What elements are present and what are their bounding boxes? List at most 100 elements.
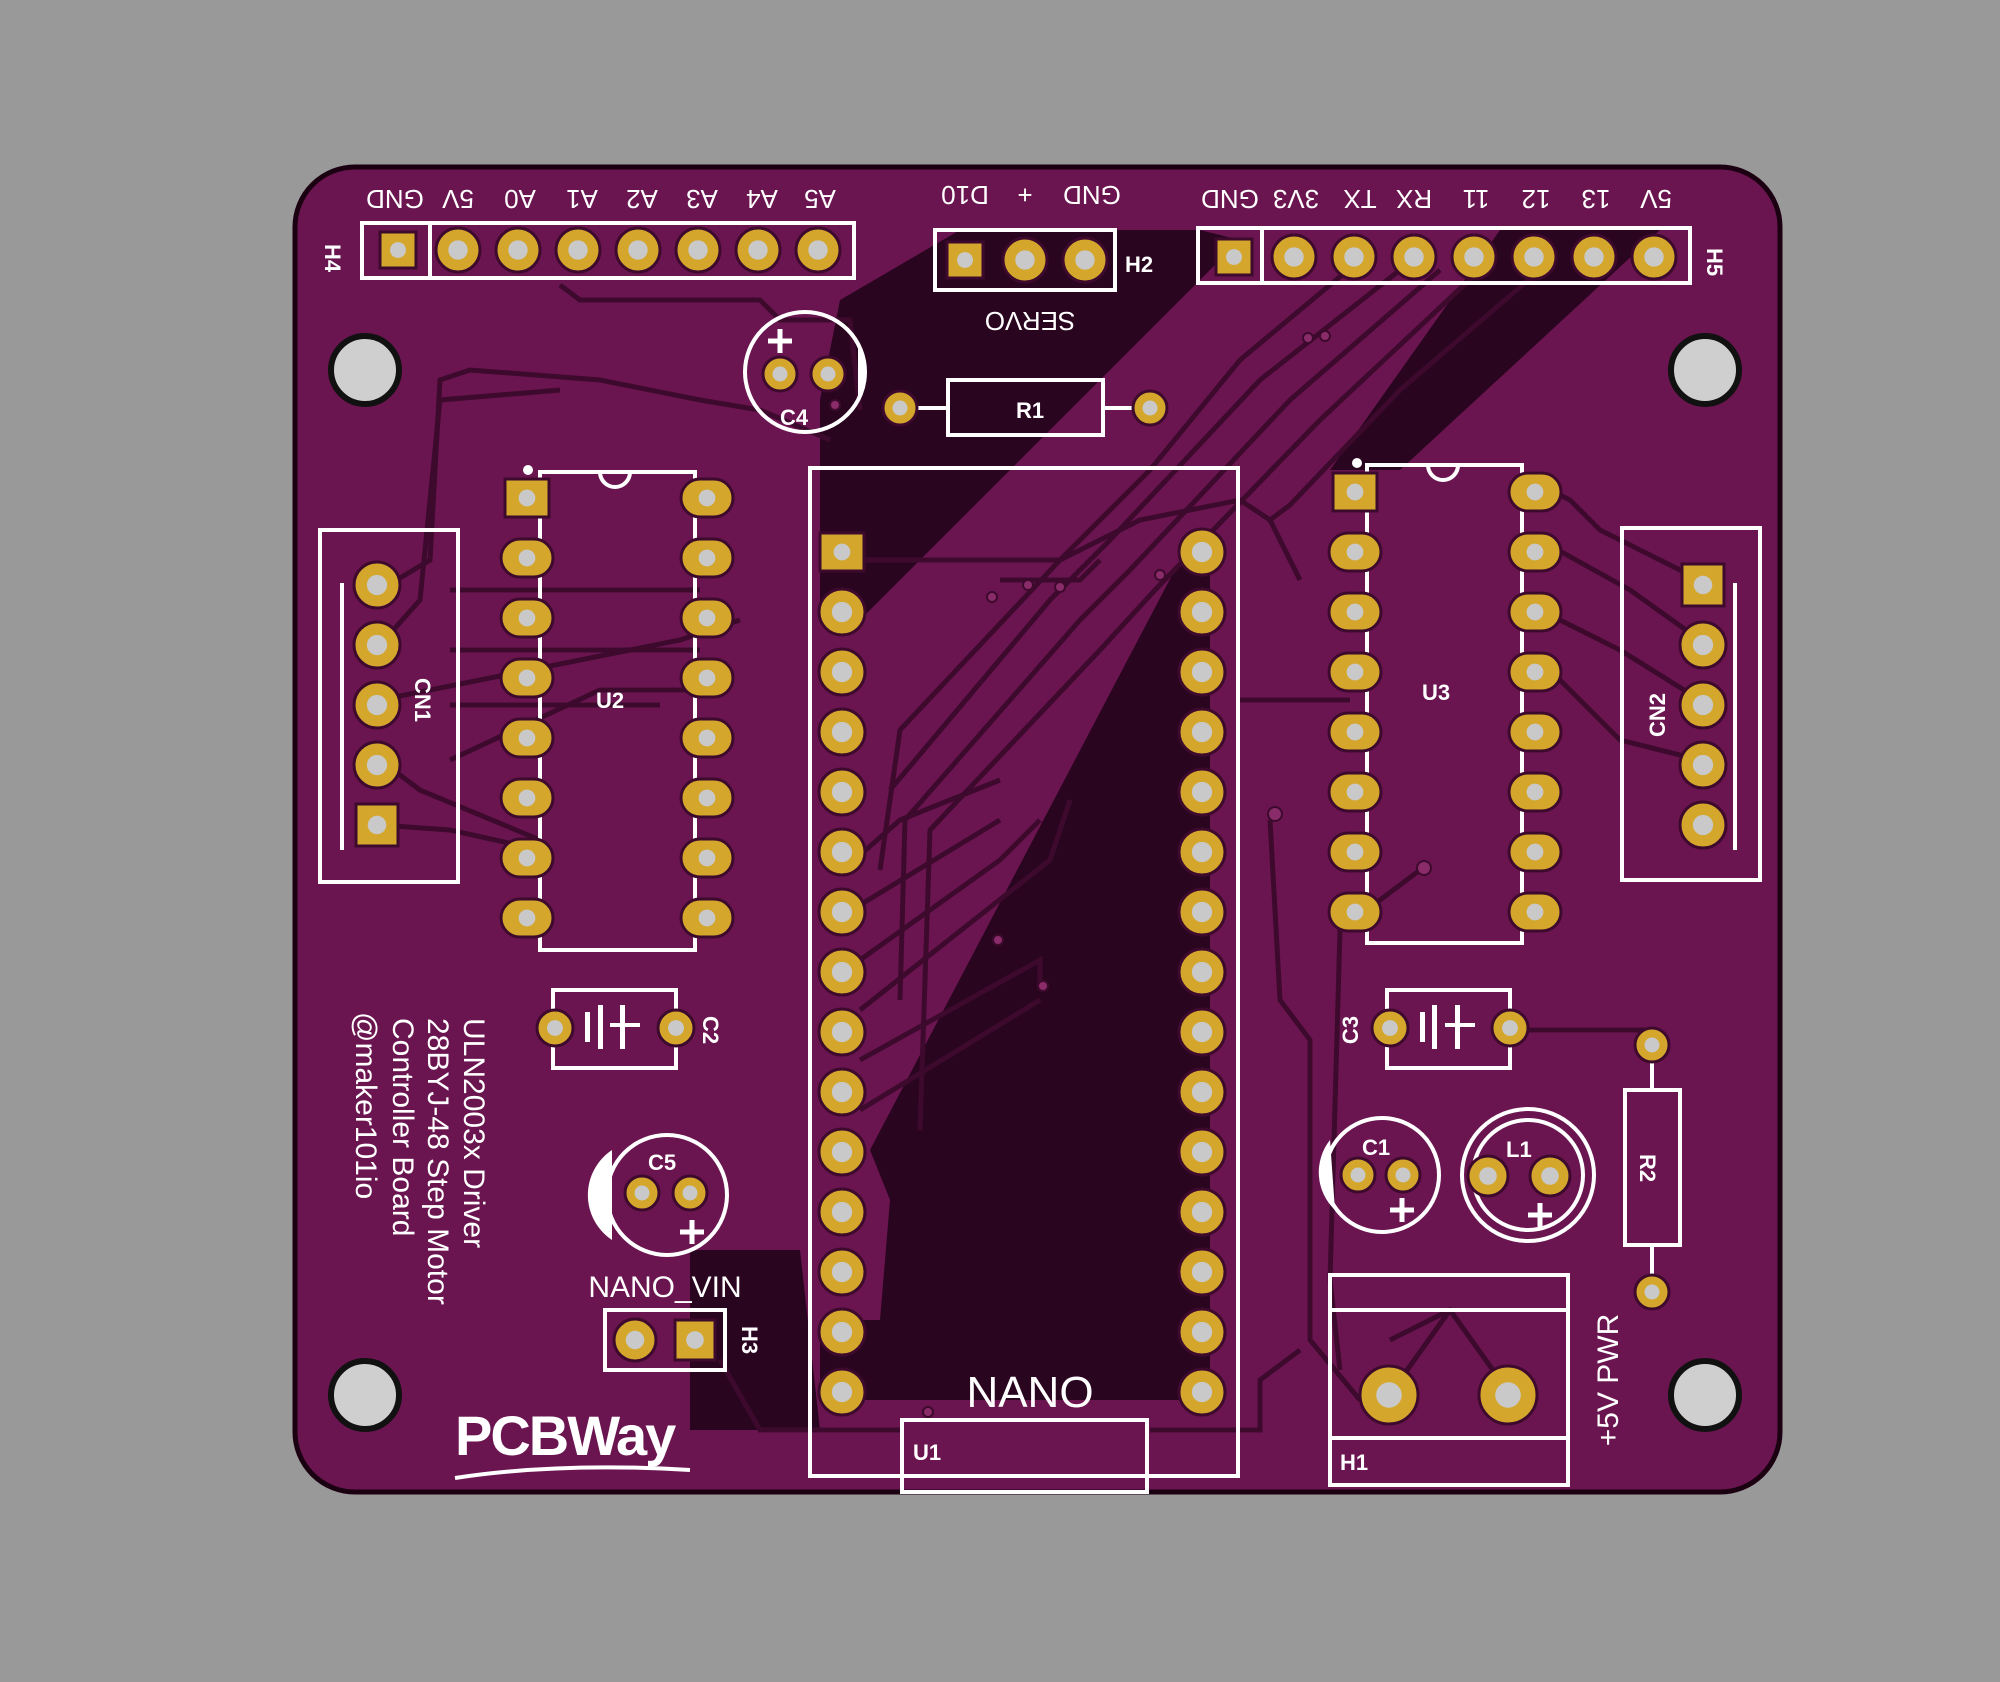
pad-drill — [831, 961, 853, 983]
pad-drill — [772, 366, 788, 382]
pad-drill — [1191, 1081, 1213, 1103]
pad-drill — [1226, 249, 1242, 265]
pad-drill — [518, 549, 536, 567]
cn1-outline — [318, 528, 460, 884]
pad-drill — [1346, 723, 1364, 741]
l1-designator: L1 — [1506, 1137, 1532, 1162]
pad-drill — [1015, 250, 1035, 270]
h4-pin-label: A2 — [626, 184, 658, 214]
h4-pin-label: 5V — [441, 184, 473, 214]
pad-drill — [892, 400, 908, 416]
pad-drill — [390, 242, 406, 258]
pad-drill — [831, 661, 853, 683]
pad-drill — [1644, 1037, 1660, 1053]
pad-drill — [1526, 783, 1544, 801]
pad-drill — [831, 601, 853, 623]
servo-label: SERVO — [985, 306, 1076, 336]
mounting-hole-icon — [1668, 333, 1742, 407]
h5-pin-label: RX — [1396, 184, 1432, 214]
u2-outline — [538, 470, 697, 952]
c3-designator: C3 — [1338, 1016, 1363, 1044]
pad-drill — [1346, 663, 1364, 681]
pad-drill — [625, 1330, 645, 1350]
pad-drill — [518, 609, 536, 627]
pad-drill — [698, 549, 716, 567]
board-text-line4: @maker101io — [349, 1012, 382, 1199]
pad-drill — [1502, 1020, 1518, 1036]
pad-drill — [1526, 483, 1544, 501]
mounting-holes — [328, 333, 1742, 1432]
pad-drill — [518, 489, 536, 507]
h5-pin-label: 13 — [1582, 184, 1611, 214]
pad-drill — [1644, 247, 1664, 267]
pad-drill — [688, 240, 708, 260]
cn2-outline — [1620, 526, 1762, 882]
pad-drill — [1346, 543, 1364, 561]
u1-designator: U1 — [913, 1440, 941, 1465]
pad-drill — [831, 901, 853, 923]
h4-pin-labels: GND 5V A0 A1 A2 A3 A4 A5 — [366, 184, 836, 214]
h4-designator: H4 — [320, 244, 345, 273]
c2-designator: C2 — [698, 1016, 723, 1044]
pad-drill — [957, 252, 973, 268]
pad-drill — [1495, 1382, 1521, 1408]
pcbway-logo-icon: PCBWay — [454, 1404, 691, 1480]
h4-pin-label: A0 — [504, 184, 536, 214]
pad-drill — [1346, 843, 1364, 861]
pad-drill — [1526, 603, 1544, 621]
pad-drill — [518, 849, 536, 867]
h4-outline — [360, 221, 856, 280]
pad-drill — [820, 366, 836, 382]
polarity-marks — [680, 329, 1552, 1244]
h3-outline — [603, 1308, 727, 1372]
traces — [378, 258, 1702, 1433]
pad-drill — [831, 1381, 853, 1403]
pad-drill — [518, 669, 536, 687]
pad-drill — [1344, 247, 1364, 267]
h2-outline — [933, 228, 1117, 292]
pad-drill — [833, 543, 851, 561]
pad-drill — [1191, 1261, 1213, 1283]
pad-drill — [831, 1321, 853, 1343]
pad-drill — [1191, 1381, 1213, 1403]
pad-drill — [1346, 603, 1364, 621]
pad-drill — [698, 909, 716, 927]
r2-designator: R2 — [1635, 1154, 1660, 1182]
pad-drill — [1350, 1167, 1366, 1183]
h4-pin-label: A4 — [746, 184, 778, 214]
pad-drill — [1692, 814, 1714, 836]
pad-drill — [1191, 961, 1213, 983]
nano-label: NANO — [966, 1368, 1093, 1417]
pad-drill — [448, 240, 468, 260]
pad-drill — [1191, 661, 1213, 683]
pad-drill — [1376, 1382, 1402, 1408]
pad-drill — [831, 1201, 853, 1223]
pad-drill — [748, 240, 768, 260]
h5-pin-label: 5V — [1639, 184, 1671, 214]
pad-drill — [366, 634, 388, 656]
h5-pin-label: 12 — [1522, 184, 1551, 214]
h1-designator: H1 — [1340, 1450, 1368, 1475]
pad-drill — [1404, 247, 1424, 267]
u3-outline — [1365, 463, 1524, 945]
h4-pin-label: GND — [366, 184, 424, 214]
pad-drill — [831, 781, 853, 803]
pad-drill — [508, 240, 528, 260]
pad-drill — [1346, 903, 1364, 921]
pad-drill — [568, 240, 588, 260]
polarity-plus-icon — [1528, 1203, 1552, 1227]
h5-pin-label: 3V3 — [1273, 184, 1319, 214]
pcbway-logo: PCBWay — [455, 1404, 676, 1467]
pad-drill — [1692, 634, 1714, 656]
c5-designator: C5 — [648, 1150, 676, 1175]
pad-drill — [1346, 483, 1364, 501]
pad-drill — [1191, 841, 1213, 863]
h4-pin-label: A3 — [686, 184, 718, 214]
pad-drill — [1526, 663, 1544, 681]
pad-drill — [367, 815, 387, 835]
h2-pin-labels: GND + D10 SERVO — [941, 180, 1121, 336]
pad-drill — [1395, 1167, 1411, 1183]
h5-pin-label: 11 — [1463, 184, 1490, 214]
copper-pour — [690, 230, 1660, 1430]
